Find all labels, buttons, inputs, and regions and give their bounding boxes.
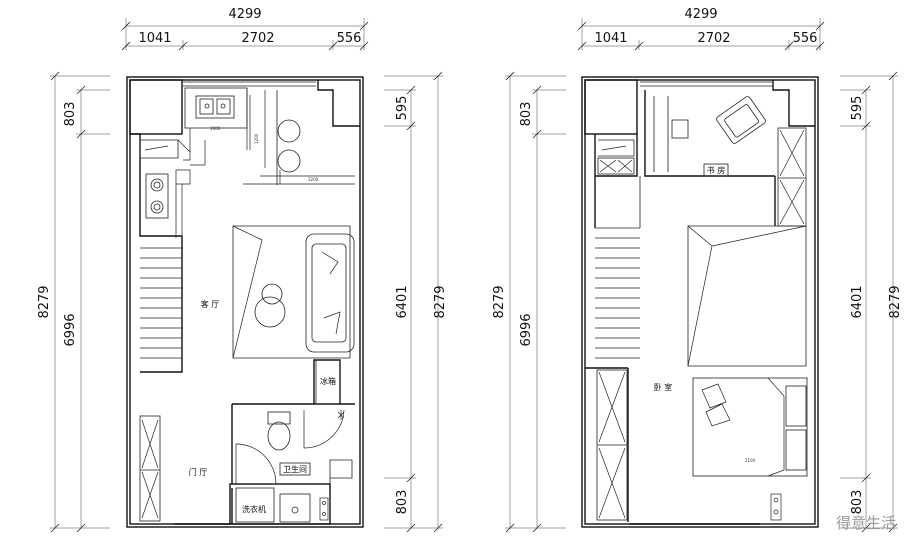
- right-upper-left-dim: 803: [519, 102, 534, 127]
- watermark-text: 得意生活: [836, 514, 896, 532]
- right-right-middle-dim: 6401: [850, 285, 865, 318]
- room-label-fridge: 冰箱: [320, 376, 336, 386]
- left-top-total-dim: 4299: [228, 7, 261, 22]
- left-right-outer-dim: 8279: [433, 285, 448, 318]
- wardrobe-upper: [777, 127, 807, 227]
- right-top-total-dim: 4299: [684, 7, 717, 22]
- bar-stool-icon: [277, 149, 301, 173]
- bed-size-label: 2100: [745, 458, 756, 463]
- room-label-bath: 卫生间: [283, 464, 307, 474]
- small-cabinet: [597, 157, 635, 175]
- room-label-entry: 门 厅: [189, 467, 208, 477]
- right-top-seg-2: 2702: [697, 31, 730, 46]
- washer-box: [235, 487, 275, 523]
- left-lower-area: [139, 359, 345, 523]
- toilet-icon: [267, 421, 291, 451]
- left-lower-dim: 6996: [63, 313, 78, 346]
- left-right-upper-dim: 595: [395, 96, 410, 121]
- left-room-labels: 客 厅 冰箱 门 厅 卫生间 洗衣机: [189, 299, 336, 514]
- round-table-icon: [261, 283, 283, 305]
- right-right-outer-dim: 8279: [888, 285, 903, 318]
- left-stairs: [140, 247, 182, 359]
- left-plan-dimensions: 4299 1041 2702 556 8279 803 6996 595 640…: [37, 7, 448, 533]
- svg-text:1200: 1200: [254, 133, 259, 144]
- right-plan-walls: [581, 76, 819, 528]
- pillow-icon: [785, 385, 807, 427]
- sink-icon: [195, 95, 235, 119]
- room-label-bedroom: 卧 室: [654, 382, 673, 392]
- toilet-tank: [267, 411, 291, 425]
- right-furniture: 2100: [595, 96, 808, 521]
- study-desk: [653, 96, 669, 172]
- left-outer-dim: 8279: [37, 285, 52, 318]
- left-top-seg-3: 556: [337, 31, 362, 46]
- pillow-icon: [785, 429, 807, 471]
- left-upper-dim: 803: [63, 102, 78, 127]
- stove-icon: [145, 173, 169, 219]
- rug-outline: [232, 225, 351, 359]
- sofa-icon: [305, 233, 355, 353]
- fridge-box: [315, 359, 341, 405]
- room-label-living: 客 厅: [201, 299, 220, 309]
- left-right-lower-dim: 803: [395, 490, 410, 515]
- right-outer-left-dim: 8279: [492, 285, 507, 318]
- right-top-seg-3: 556: [793, 31, 818, 46]
- left-top-seg-1: 1041: [138, 31, 171, 46]
- right-room-labels: 书 房 卧 室: [654, 163, 729, 392]
- room-label-washer: 洗衣机: [242, 504, 266, 514]
- room-label-study: 书 房: [707, 165, 726, 175]
- right-right-lower-dim: 803: [850, 490, 865, 515]
- kitchen-counter: [184, 87, 248, 129]
- left-top-seg-2: 2702: [241, 31, 274, 46]
- right-top-seg-1: 1041: [594, 31, 627, 46]
- round-table-icon: [254, 296, 286, 328]
- left-living-furniture: [232, 225, 355, 359]
- left-kitchen: 1000 1200 3200: [139, 87, 355, 238]
- stairs: [595, 237, 640, 359]
- right-plan-dimensions: 4299 1041 2702 556 8279 803 6996 595 640…: [492, 7, 903, 533]
- shoe-cabinet: [139, 415, 161, 522]
- svg-text:3200: 3200: [308, 177, 319, 182]
- armchair-icon: [716, 96, 766, 144]
- bed-icon: [692, 377, 808, 477]
- left-plan-walls: [126, 76, 364, 528]
- desk-chair: [671, 119, 689, 139]
- right-right-upper-dim: 595: [850, 96, 865, 121]
- left-right-middle-dim: 6401: [395, 285, 410, 318]
- svg-text:1000: 1000: [210, 126, 221, 131]
- basin-icon: [279, 493, 311, 523]
- right-lower-left-dim: 6996: [519, 313, 534, 346]
- bar-stool-icon: [277, 119, 301, 143]
